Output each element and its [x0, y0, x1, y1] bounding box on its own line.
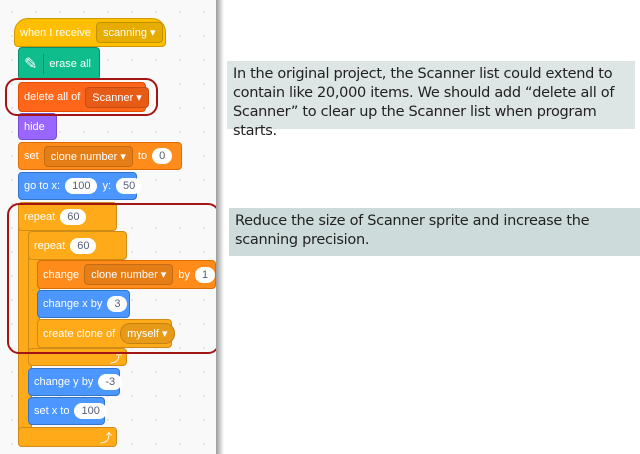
block-label: change y by: [34, 376, 94, 388]
block-label: set: [24, 150, 39, 162]
delete-all-of-block[interactable]: delete all of Scanner ▾: [18, 82, 149, 112]
repeat-inner-block[interactable]: repeat 60: [28, 231, 127, 260]
note-scanner-size: Reduce the size of Scanner sprite and in…: [229, 208, 640, 256]
y-input[interactable]: 50: [116, 178, 143, 194]
block-label: erase all: [49, 57, 91, 70]
note-text: In the original project, the Scanner lis…: [233, 66, 615, 139]
value-input[interactable]: 100: [74, 403, 107, 419]
set-x-block[interactable]: set x to 100: [28, 397, 107, 425]
create-clone-block[interactable]: create clone of myself ▾: [37, 319, 175, 348]
highlight-repeat-loop: [7, 203, 220, 354]
loop-arrow-icon: ⤴: [100, 431, 113, 445]
value-input[interactable]: 0: [152, 148, 173, 164]
hide-block[interactable]: hide: [18, 113, 57, 140]
block-label: go to x:: [24, 180, 61, 192]
change-y-block[interactable]: change y by -3: [28, 368, 123, 396]
block-label: when I receive: [20, 26, 91, 39]
message-dropdown[interactable]: scanning ▾: [95, 22, 163, 43]
block-label: to: [137, 150, 148, 162]
erase-all-block[interactable]: ✎ erase all: [18, 47, 100, 80]
block-label: y:: [102, 180, 111, 192]
code-workspace[interactable]: ⤴ ⤴ when I receive scanning ▾ ✎ erase al…: [0, 0, 216, 454]
when-i-receive-block[interactable]: when I receive scanning ▾: [14, 18, 166, 47]
set-variable-block[interactable]: set clone number ▾ to 0: [18, 142, 182, 170]
block-label: create clone of: [43, 327, 116, 340]
clone-target-dropdown[interactable]: myself ▾: [120, 323, 175, 344]
repeat-outer-block[interactable]: repeat 60: [18, 202, 117, 231]
block-label: by: [178, 268, 190, 281]
variable-dropdown[interactable]: clone number ▾: [43, 145, 133, 167]
value-input[interactable]: 1: [194, 266, 216, 283]
block-label: change x by: [43, 298, 103, 310]
note-text: Reduce the size of Scanner sprite and in…: [235, 213, 590, 248]
count-input[interactable]: 60: [70, 237, 97, 254]
block-label: set x to: [34, 405, 70, 417]
block-label: change: [43, 268, 80, 281]
change-x-block[interactable]: change x by 3: [37, 290, 130, 318]
list-dropdown[interactable]: Scanner ▾: [85, 86, 149, 108]
go-to-xy-block[interactable]: go to x: 100 y: 50: [18, 172, 143, 200]
value-input[interactable]: 3: [107, 296, 128, 312]
note-delete-list: In the original project, the Scanner lis…: [227, 61, 635, 139]
count-input[interactable]: 60: [60, 208, 87, 225]
block-label: repeat: [24, 210, 56, 223]
value-input[interactable]: -3: [98, 374, 123, 390]
variable-dropdown[interactable]: clone number ▾: [84, 264, 174, 285]
pen-icon: ✎: [24, 53, 45, 74]
x-input[interactable]: 100: [65, 178, 98, 194]
block-label: repeat: [34, 239, 66, 252]
panel-divider: [216, 0, 224, 454]
loop-arrow-icon: ⤴: [110, 351, 123, 365]
highlight-delete-all: [5, 78, 158, 116]
change-variable-block[interactable]: change clone number ▾ by 1: [37, 260, 216, 289]
block-label: delete all of: [24, 91, 81, 103]
block-label: hide: [24, 120, 45, 133]
repeat-outer-bottom[interactable]: [18, 427, 117, 447]
